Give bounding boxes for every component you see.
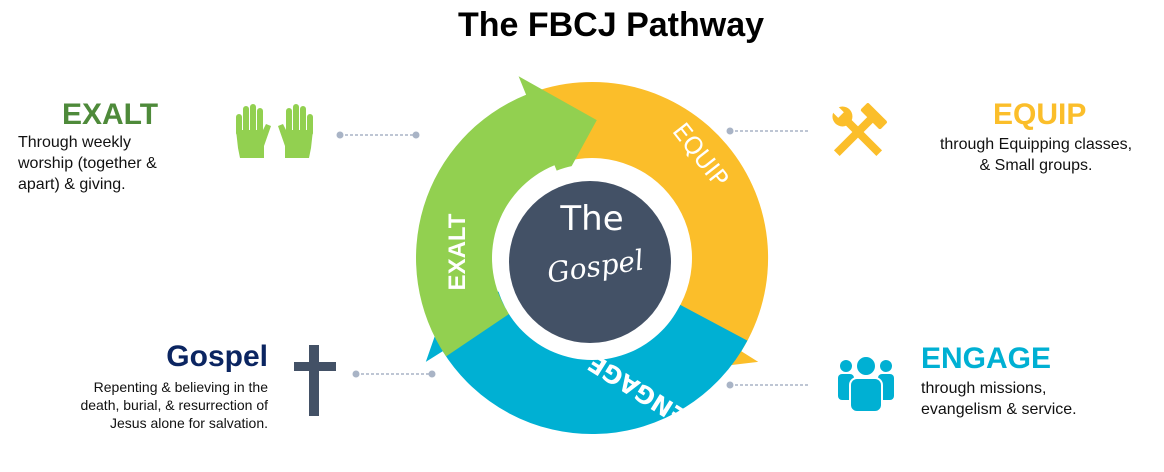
cross-icon <box>294 345 336 416</box>
desc-line: Through weekly <box>18 134 131 151</box>
gospel-connector <box>352 370 436 378</box>
gospel-heading: Gospel <box>166 340 268 373</box>
engage-connector <box>726 381 810 389</box>
cycle-ring <box>416 76 769 435</box>
center-text-the: The <box>559 199 623 239</box>
desc-line: Repenting & believing in the <box>93 379 268 395</box>
equip-heading: EQUIP <box>993 98 1087 131</box>
hammer-wrench-icon <box>831 103 887 157</box>
desc-line: & Small groups. <box>979 157 1093 174</box>
equip-connector <box>726 127 810 135</box>
gospel-center-circle <box>509 181 671 343</box>
desc-line: through missions, <box>921 380 1047 397</box>
desc-line: evangelism & service. <box>921 401 1077 418</box>
desc-line: worship (together & <box>18 155 157 172</box>
engage-heading: ENGAGE <box>921 342 1052 375</box>
exalt-description: Through weekly worship (together & apart… <box>18 132 157 195</box>
raised-hands-icon <box>236 104 313 158</box>
ring-label-exalt: EXALT <box>444 213 471 290</box>
exalt-arrow <box>416 76 597 357</box>
desc-line: through Equipping classes, <box>939 136 1133 153</box>
desc-line: death, burial, & resurrection of <box>80 397 268 413</box>
desc-line: Jesus alone for salvation. <box>110 415 268 431</box>
people-group-icon <box>838 355 894 413</box>
equip-arrow <box>526 81 769 373</box>
gospel-description: Repenting & believing in the death, buri… <box>80 378 268 432</box>
engage-description: through missions, evangelism & service. <box>921 378 1077 420</box>
exalt-heading: EXALT <box>62 98 159 131</box>
desc-line: apart) & giving. <box>18 176 126 193</box>
exalt-connector <box>336 131 420 139</box>
engage-arrow <box>425 277 748 435</box>
equip-description: through Equipping classes, & Small group… <box>930 134 1142 176</box>
page-title: The FBCJ Pathway <box>457 6 765 44</box>
